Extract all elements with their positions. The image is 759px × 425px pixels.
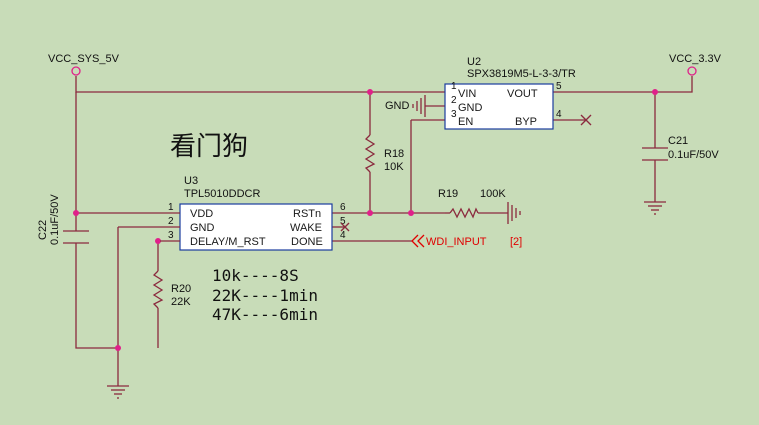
diagram-title: 看门狗 [170, 132, 248, 162]
u3-pin-delay: DELAY/M_RST [190, 236, 266, 248]
resistor-r19[interactable]: R19 100K [438, 188, 506, 219]
u3-pin-vdd: VDD [190, 208, 213, 220]
u2-pin-num-2: 2 [451, 95, 457, 106]
r18-ref: R18 [384, 148, 404, 160]
u3-pin-num-6: 6 [340, 202, 346, 213]
vcc-out-label: VCC_3.3V [669, 53, 722, 65]
resistor-r18[interactable]: R18 10K [364, 134, 404, 173]
c22-ref: C22 [37, 220, 49, 240]
c22-value: 0.1uF/50V [49, 194, 61, 245]
u3-pin-num-3: 3 [168, 230, 174, 241]
r20-value: 22K [171, 296, 191, 308]
vcc-in-port[interactable]: VCC_SYS_5V [48, 53, 120, 76]
vcc-in-label: VCC_SYS_5V [48, 53, 120, 65]
c21-value: 0.1uF/50V [668, 149, 719, 161]
u2-pin-num-4: 4 [556, 109, 562, 120]
capacitor-c21[interactable]: C21 0.1uF/50V [642, 135, 719, 161]
wdi-input-sheet-ref: [2] [510, 236, 522, 248]
r19-ref: R19 [438, 188, 458, 200]
ground-symbol-u2: GND [385, 95, 426, 117]
u2-pin-byp: BYP [515, 116, 537, 128]
r18-value: 10K [384, 161, 404, 173]
timing-note-line: 47K----6min [212, 305, 318, 324]
u3-ref: U3 [184, 175, 198, 187]
u2-pin-num-1: 1 [451, 81, 457, 92]
u3-pin-num-1: 1 [168, 202, 174, 213]
u3-pin-gnd: GND [190, 222, 215, 234]
u2-pin-num-5: 5 [556, 81, 562, 92]
u3-pin-rstn: RSTn [293, 208, 321, 220]
r20-ref: R20 [171, 283, 191, 295]
vcc-out-port[interactable]: VCC_3.3V [669, 53, 722, 76]
u2-gnd-net-label: GND [385, 100, 410, 112]
u2-part: SPX3819M5-L-3-3/TR [467, 68, 576, 80]
u2-pin-en: EN [458, 116, 473, 128]
u2-pin-vin: VIN [458, 88, 476, 100]
u2-pin-vout: VOUT [507, 88, 538, 100]
u3-part: TPL5010DDCR [184, 188, 260, 200]
ground-symbol-r19 [507, 202, 521, 224]
timing-note-line: 22K----1min [212, 286, 318, 305]
u3-pin-wake: WAKE [290, 222, 322, 234]
c21-ref: C21 [668, 135, 688, 147]
junctions [73, 89, 658, 351]
u3-pin-num-5: 5 [340, 216, 346, 227]
u2-pin-num-3: 3 [451, 109, 457, 120]
wdi-input-port[interactable]: WDI_INPUT [2] [411, 234, 522, 248]
u2-regulator[interactable]: U2 SPX3819M5-L-3-3/TR VIN GND EN VOUT BY… [444, 56, 592, 130]
capacitor-c22[interactable]: C22 0.1uF/50V [37, 194, 89, 246]
r19-value: 100K [480, 188, 506, 200]
resistor-r20[interactable]: R20 22K [152, 270, 191, 309]
ground-symbol-main [107, 385, 129, 399]
timing-notes: 10k----8S 22K----1min 47K----6min [212, 266, 318, 324]
u3-pin-num-2: 2 [168, 216, 174, 227]
timing-note-line: 10k----8S [212, 266, 299, 285]
u3-watchdog-timer[interactable]: U3 TPL5010DDCR VDD GND DELAY/M_RST RSTn … [160, 175, 350, 251]
u2-ref: U2 [467, 56, 481, 68]
u3-pin-done: DONE [291, 236, 323, 248]
u2-pin-gnd: GND [458, 102, 483, 114]
ground-symbol-c21 [644, 201, 666, 215]
u3-pin-num-4: 4 [340, 230, 346, 241]
wdi-input-label: WDI_INPUT [426, 236, 487, 248]
